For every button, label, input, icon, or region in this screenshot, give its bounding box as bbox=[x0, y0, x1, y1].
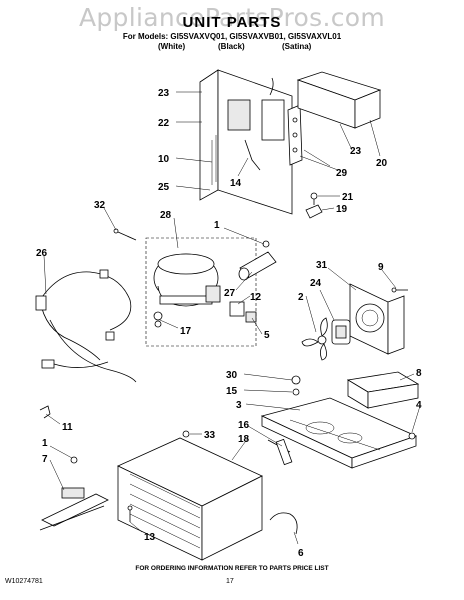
clip-19 bbox=[305, 204, 323, 219]
callout-19: 19 bbox=[336, 204, 348, 215]
callout-30: 30 bbox=[226, 370, 238, 381]
finish-black: (Black) bbox=[218, 42, 245, 51]
callout-7: 7 bbox=[42, 454, 48, 465]
drier bbox=[267, 438, 293, 466]
wire-harness bbox=[35, 269, 137, 383]
callout-8: 8 bbox=[416, 368, 422, 379]
drain-tube-6 bbox=[269, 512, 298, 535]
models-line: For Models: GI5SVAXVQ01, GI5SVAXVB01, GI… bbox=[122, 32, 342, 41]
screw-1-top bbox=[262, 240, 270, 248]
fan-motor bbox=[331, 319, 351, 345]
document-id: W10274781 bbox=[5, 578, 43, 585]
page-number: 17 bbox=[226, 578, 234, 585]
start-capacitor bbox=[238, 251, 277, 281]
callout-23-right: 23 bbox=[350, 146, 362, 157]
compressor bbox=[145, 237, 257, 347]
callout-3: 3 bbox=[236, 400, 242, 411]
callout-18: 18 bbox=[238, 434, 250, 445]
grommet-15 bbox=[292, 388, 300, 396]
bolt-32 bbox=[113, 228, 137, 241]
callout-22: 22 bbox=[158, 118, 170, 129]
evaporator-cover-assembly bbox=[199, 69, 303, 215]
callout-2: 2 bbox=[298, 292, 304, 303]
condenser bbox=[117, 437, 263, 561]
callout-17: 17 bbox=[180, 326, 192, 337]
bolt-9 bbox=[391, 287, 408, 293]
callout-12: 12 bbox=[250, 292, 262, 303]
bracket-7 bbox=[39, 487, 109, 531]
base-plate bbox=[260, 397, 418, 469]
clip-11 bbox=[39, 405, 51, 419]
leader-lines bbox=[43, 91, 421, 545]
fan-shroud bbox=[349, 283, 405, 355]
bracket bbox=[346, 371, 420, 409]
screw-13 bbox=[127, 505, 133, 522]
callout-1-top: 1 bbox=[214, 220, 220, 231]
screw-33 bbox=[182, 430, 190, 438]
callout-27: 27 bbox=[224, 288, 236, 299]
callout-10: 10 bbox=[158, 154, 170, 165]
finish-satina: (Satina) bbox=[282, 42, 312, 51]
fan-blade bbox=[301, 317, 328, 361]
callout-6: 6 bbox=[298, 548, 304, 559]
callout-23-left: 23 bbox=[158, 88, 170, 99]
callout-labels: 23 22 10 25 14 32 28 1 26 21 19 20 29 23… bbox=[36, 88, 422, 559]
callout-28: 28 bbox=[160, 210, 172, 221]
callout-1-lower: 1 bbox=[42, 438, 48, 449]
callout-20: 20 bbox=[376, 158, 388, 169]
callout-5: 5 bbox=[264, 330, 270, 341]
callout-13: 13 bbox=[144, 532, 156, 543]
callout-33: 33 bbox=[204, 430, 216, 441]
air-duct bbox=[296, 71, 382, 129]
callout-32: 32 bbox=[94, 200, 106, 211]
callout-31: 31 bbox=[316, 260, 328, 271]
callout-24: 24 bbox=[310, 278, 322, 289]
callout-9: 9 bbox=[378, 262, 384, 273]
callout-16: 16 bbox=[238, 420, 250, 431]
callout-26: 26 bbox=[36, 248, 48, 259]
callout-11: 11 bbox=[62, 422, 73, 433]
callout-4: 4 bbox=[416, 400, 422, 411]
callout-21: 21 bbox=[342, 192, 354, 203]
callout-15: 15 bbox=[226, 386, 238, 397]
watermark: AppliancePartsPros.com bbox=[78, 3, 386, 32]
grommet bbox=[153, 311, 163, 328]
screw-4 bbox=[408, 432, 416, 440]
callout-29: 29 bbox=[336, 168, 348, 179]
screw-21 bbox=[310, 192, 318, 205]
finish-white: (White) bbox=[158, 42, 186, 51]
relay bbox=[229, 301, 257, 323]
grommet-30 bbox=[291, 375, 301, 385]
callout-25: 25 bbox=[158, 182, 170, 193]
ordering-note: FOR ORDERING INFORMATION REFER TO PARTS … bbox=[135, 565, 329, 572]
page-title: UNIT PARTS bbox=[182, 14, 282, 31]
screw-1-lower bbox=[70, 456, 78, 464]
callout-14: 14 bbox=[230, 178, 242, 189]
